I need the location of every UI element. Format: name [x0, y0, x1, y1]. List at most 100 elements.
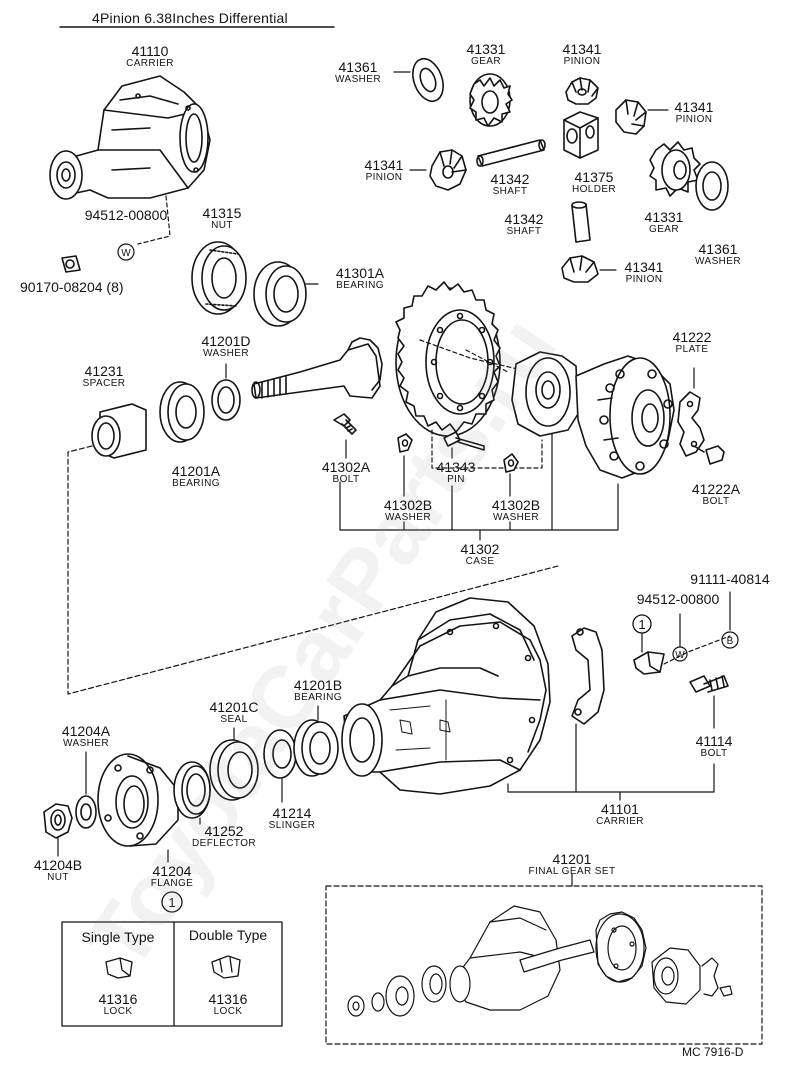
callout-41341-top: 41341 PINION [563, 42, 602, 67]
part-number: 41361 [698, 241, 738, 257]
deflector-41252-drawing [173, 761, 211, 819]
part-name: LOCK [103, 1006, 133, 1017]
washer-41302b-left-drawing [397, 433, 413, 453]
pinion-41341-right-drawing [615, 99, 647, 135]
callout-41341-left: 41341 PINION [365, 158, 404, 183]
part-number: 41201C [209, 699, 259, 715]
lock-single-drawing [105, 957, 133, 979]
carrier-41110-drawing [49, 75, 211, 200]
part-number: 41101 [601, 801, 639, 817]
part-number: 41375 [574, 169, 614, 185]
marker-w-1: W [121, 248, 131, 259]
part-number: 41331 [644, 209, 684, 225]
pin-41343-drawing [443, 431, 485, 451]
ring-gear-drawing [395, 281, 501, 437]
washer-41302b-right-drawing [503, 453, 519, 473]
part-number: 90170-08204 (8) [20, 279, 124, 295]
part-name: LOCK [213, 1006, 243, 1017]
part-name: PINION [675, 114, 713, 125]
part-name: GEAR [649, 224, 679, 235]
part-number: 41341 [364, 157, 404, 173]
part-name: WASHER [203, 348, 249, 359]
callout-41375: 41375 HOLDER [572, 170, 616, 195]
part-name: BOLT [332, 474, 360, 485]
pinion-41341-left-drawing [429, 149, 467, 191]
seal-41201c-drawing [209, 739, 259, 801]
part-number: 41214 [272, 805, 312, 821]
callout-94512-top: 94512-00800 [85, 208, 168, 222]
callout-41222: 41222 PLATE [673, 330, 712, 355]
callout-41302: 41302 CASE [461, 542, 500, 567]
drive-pinion-drawing [251, 337, 383, 399]
part-name: SEAL [220, 714, 248, 725]
part-name: SPACER [82, 378, 126, 389]
callout-41341-right: 41341 PINION [675, 100, 714, 125]
part-number: 41331 [466, 41, 506, 57]
part-name: FINAL GEAR SET [528, 866, 616, 877]
lock-drawing [633, 651, 665, 675]
marker-b: B [727, 636, 734, 647]
part-number: 41110 [131, 43, 169, 59]
part-name: WASHER [335, 74, 381, 85]
callout-41341-bottom: 41341 PINION [625, 260, 664, 285]
bearing-cap-drawing [571, 627, 605, 725]
part-number: 41204B [33, 857, 83, 873]
pinion-41341-bottom-drawing [561, 255, 599, 283]
part-number: 41316 [98, 991, 138, 1007]
part-number: 41222 [672, 329, 712, 345]
part-number: 41343 [436, 459, 476, 475]
part-number: 41341 [674, 99, 714, 115]
callout-41201b: 41201B BEARING [294, 678, 342, 703]
part-number: 41302 [460, 541, 500, 557]
part-name: CASE [465, 556, 495, 567]
part-name: FLANGE [150, 878, 194, 889]
part-name: BOLT [700, 748, 728, 759]
diagram-title: 4Pinion 6.38Inches Differential [92, 10, 288, 26]
part-number: 41302B [383, 497, 433, 513]
callout-41302b-right: 41302B WASHER [492, 498, 540, 523]
shaft-41342-short-drawing [571, 201, 591, 243]
part-number: 41342 [490, 171, 530, 187]
callout-41114: 41114 BOLT [696, 734, 733, 759]
bolt-41302a-drawing [333, 413, 357, 435]
part-name: PINION [365, 172, 403, 183]
part-name: WASHER [63, 738, 109, 749]
part-name: BEARING [294, 692, 342, 703]
nut-90170-drawing [61, 255, 81, 273]
bearing-41201a-drawing [159, 381, 205, 443]
case-41302-drawing [511, 351, 675, 479]
callout-41110: 41110 CARRIER [126, 44, 174, 69]
callout-41252: 41252 DEFLECTOR [192, 824, 256, 849]
plate-41222-drawing [677, 391, 705, 457]
pinion-41341-top-drawing [565, 77, 599, 105]
part-number: 41361 [338, 59, 378, 75]
part-name: WASHER [385, 512, 431, 523]
callout-41201c: 41201C SEAL [209, 700, 258, 725]
callout-41231: 41231 SPACER [83, 364, 126, 389]
part-name: SHAFT [506, 226, 542, 237]
part-name: BOLT [702, 496, 730, 507]
part-name: WASHER [493, 512, 539, 523]
part-name: SLINGER [268, 820, 316, 831]
part-number: 41301A [335, 265, 385, 281]
callout-41301a: 41301A BEARING [336, 266, 384, 291]
part-number: 41342 [504, 211, 544, 227]
gear-41331-right-drawing [649, 141, 701, 197]
washer-41201d-drawing [211, 379, 241, 421]
callout-41201: 41201 FINAL GEAR SET [529, 852, 616, 877]
part-name: BEARING [336, 280, 384, 291]
marker-one-2: 1 [168, 895, 175, 910]
nut-41315-drawing [191, 241, 247, 315]
callout-41343: 41343 PIN [437, 460, 476, 485]
callout-41331-right: 41331 GEAR [645, 210, 684, 235]
callout-41302a: 41302A BOLT [322, 460, 370, 485]
part-number: 41316 [208, 991, 248, 1007]
marker-one-1: 1 [638, 617, 645, 632]
part-name: DEFLECTOR [192, 838, 256, 849]
part-number: 41302B [491, 497, 541, 513]
part-number: 41231 [84, 363, 124, 379]
part-name: BEARING [172, 478, 220, 489]
part-number: 41315 [202, 205, 242, 221]
part-name: NUT [211, 220, 233, 231]
